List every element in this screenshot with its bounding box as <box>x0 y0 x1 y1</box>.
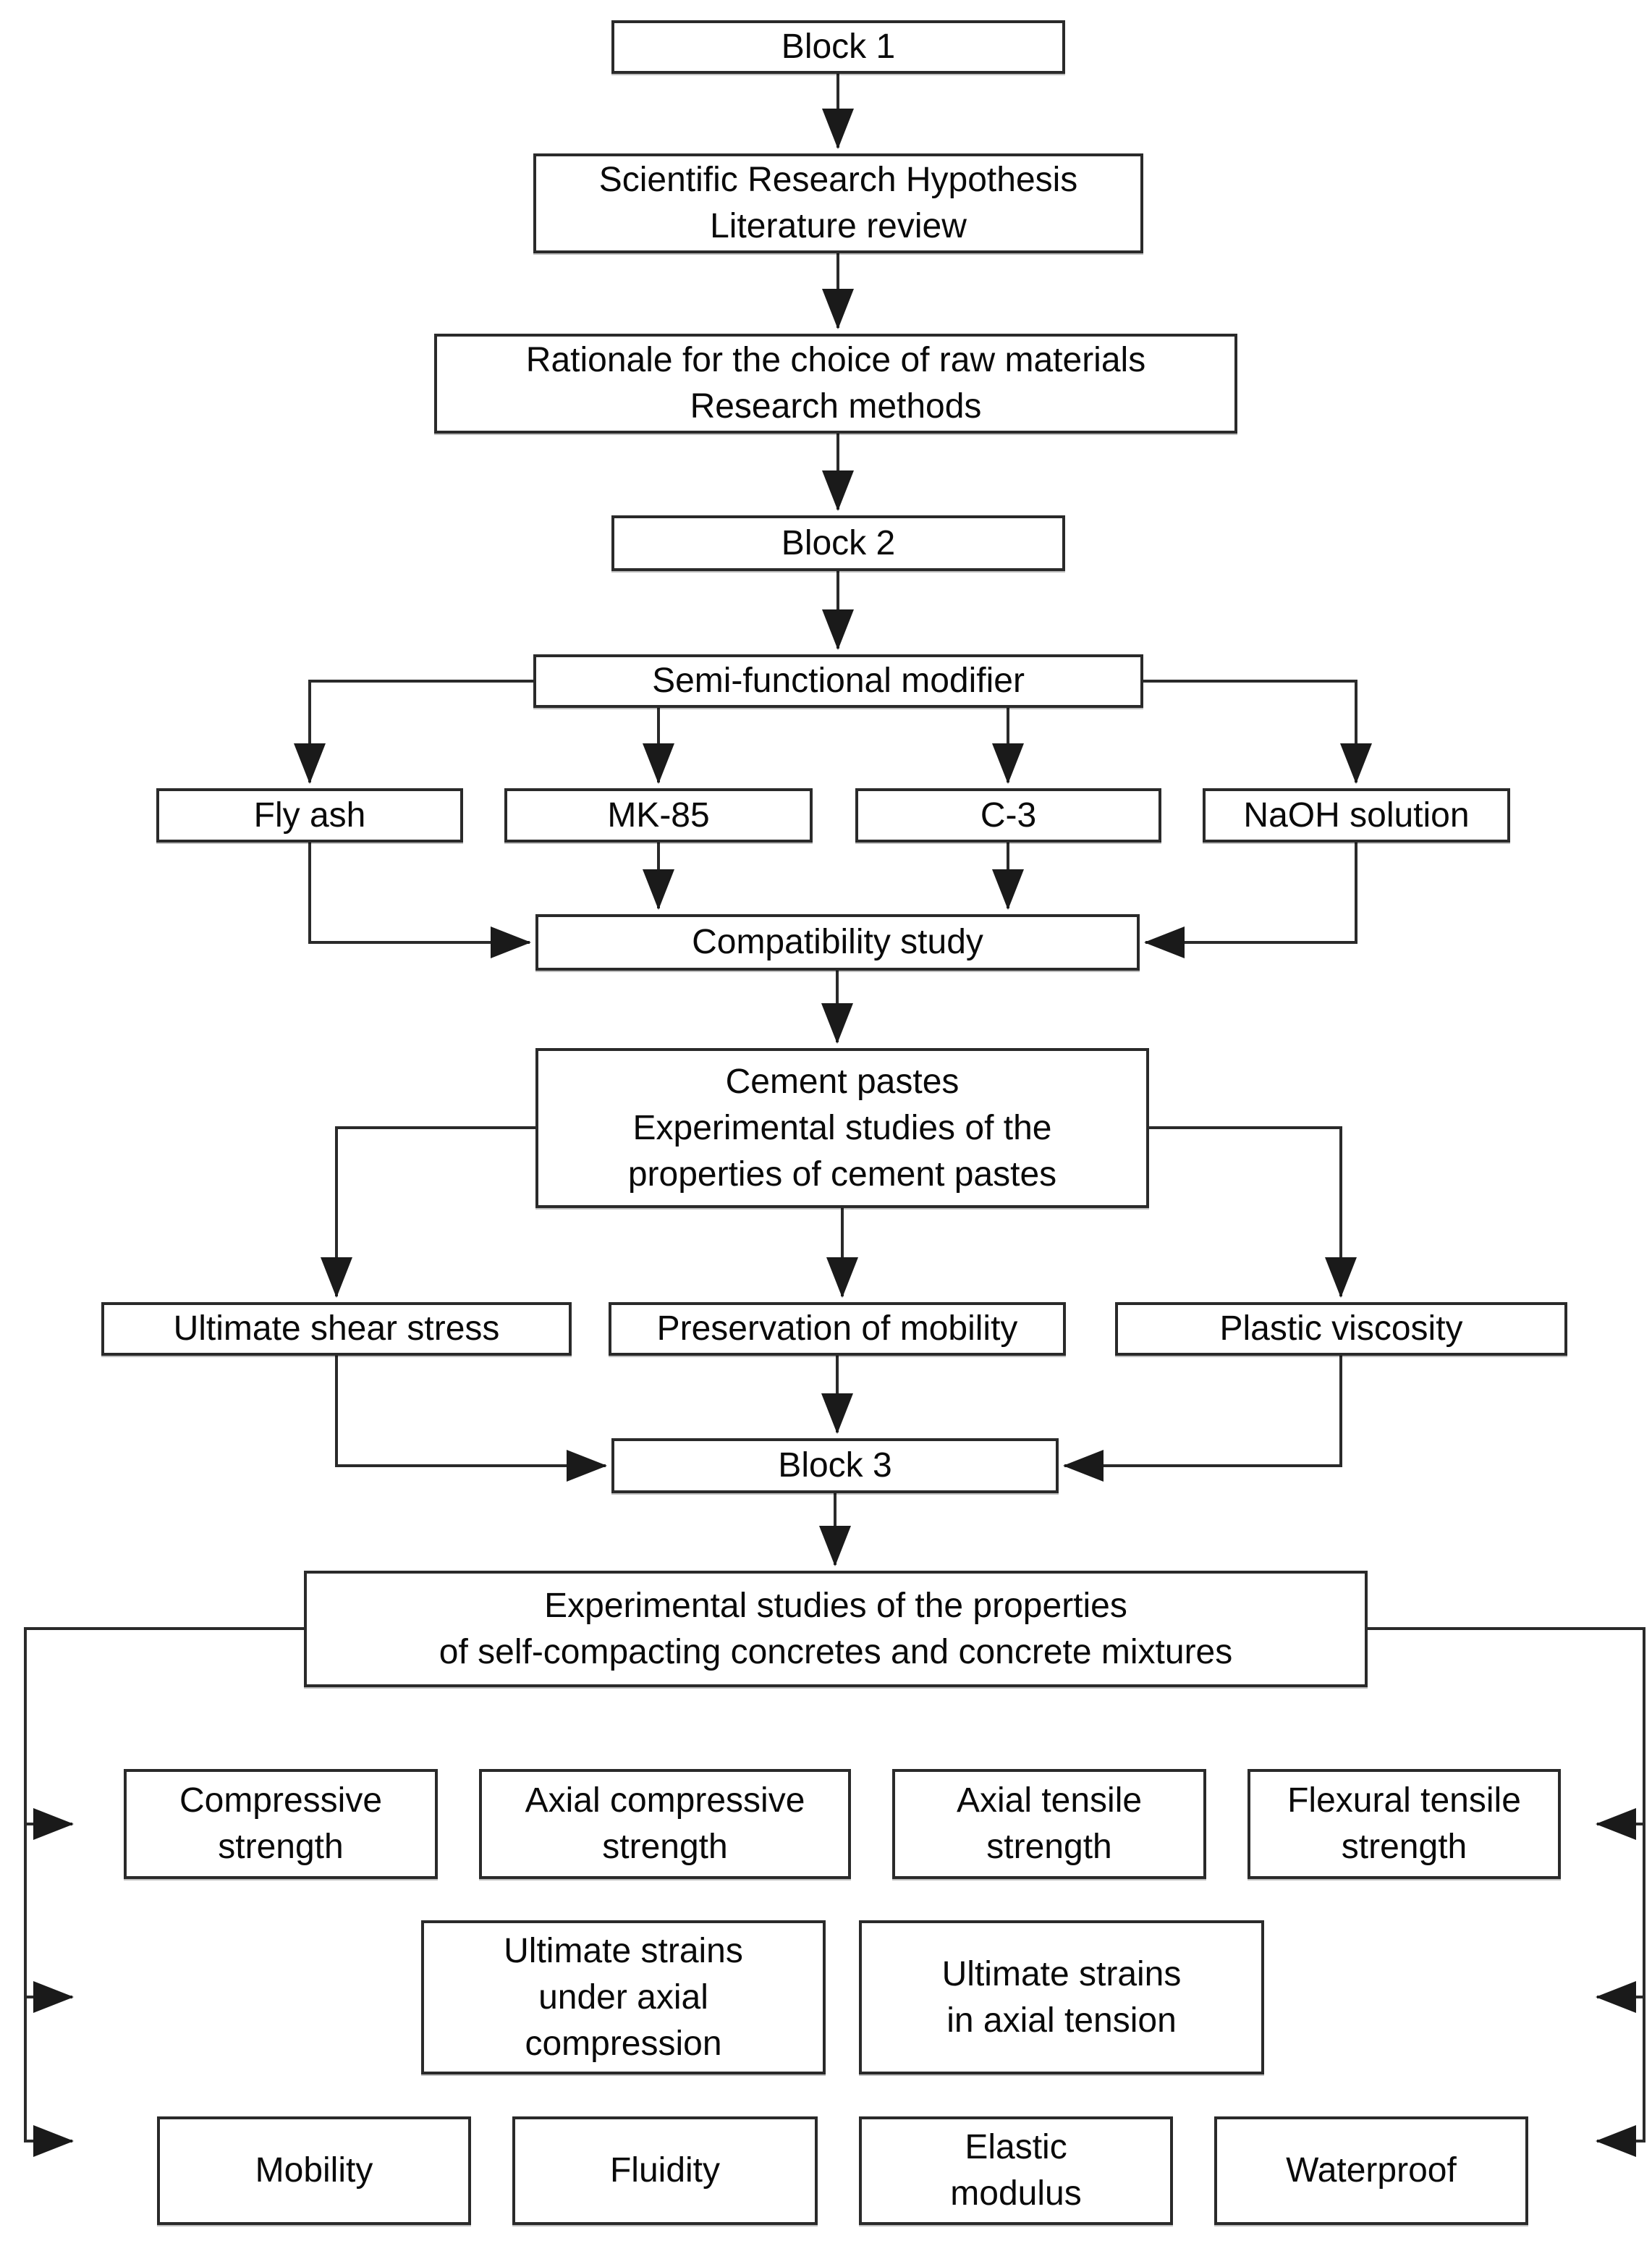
node-compressive-strength: Compressive strength <box>124 1769 438 1879</box>
node-scientific-research-hypothesis: Scientific Research Hypothesis Literatur… <box>533 153 1143 253</box>
right-rail <box>1368 1627 1645 2157</box>
node-axial-compressive-strength: Axial compressive strength <box>479 1769 851 1879</box>
node-naoh-solution: NaOH solution <box>1203 788 1510 843</box>
node-plastic-viscosity: Plastic viscosity <box>1115 1302 1567 1356</box>
left-rail <box>24 1627 304 2157</box>
node-ultimate-strains-axial-tension: Ultimate strains in axial tension <box>859 1920 1264 2074</box>
arrow-plastic-viscosity-to-block3 <box>1063 1356 1342 1482</box>
node-fluidity: Fluidity <box>512 2116 818 2225</box>
node-mk-85: MK-85 <box>504 788 813 843</box>
node-semi-functional-modifier: Semi-functional modifier <box>533 654 1143 708</box>
arrow-naoh-to-compatibility <box>1144 843 1357 958</box>
node-rationale-raw-materials: Rationale for the choice of raw material… <box>434 334 1237 434</box>
arrow-shear-to-block3 <box>335 1356 607 1482</box>
node-scc-experimental-studies: Experimental studies of the properties o… <box>304 1571 1368 1687</box>
arrow-cement-to-shear <box>321 1126 535 1298</box>
node-preservation-of-mobility: Preservation of mobility <box>609 1302 1066 1356</box>
arrow-modifier-to-fly-ash <box>294 680 533 784</box>
node-fly-ash: Fly ash <box>156 788 463 843</box>
node-flexural-tensile-strength: Flexural tensile strength <box>1248 1769 1561 1879</box>
node-c-3: C-3 <box>855 788 1161 843</box>
arrow-fly-ash-to-compatibility <box>308 843 531 958</box>
node-ultimate-shear-stress: Ultimate shear stress <box>101 1302 572 1356</box>
arrow-modifier-to-naoh <box>1143 680 1372 784</box>
arrow-cement-to-plastic-viscosity <box>1149 1126 1357 1298</box>
node-compatibility-study: Compatibility study <box>535 914 1140 971</box>
node-axial-tensile-strength: Axial tensile strength <box>892 1769 1206 1879</box>
node-waterproof: Waterproof <box>1214 2116 1528 2225</box>
node-elastic-modulus: Elastic modulus <box>859 2116 1173 2225</box>
node-block-1: Block 1 <box>611 20 1065 74</box>
node-block-3: Block 3 <box>611 1438 1059 1493</box>
node-block-2: Block 2 <box>611 515 1065 571</box>
node-mobility: Mobility <box>157 2116 471 2225</box>
node-ultimate-strains-axial-compression: Ultimate strains under axial compression <box>421 1920 826 2074</box>
node-cement-pastes: Cement pastes Experimental studies of th… <box>535 1048 1149 1208</box>
